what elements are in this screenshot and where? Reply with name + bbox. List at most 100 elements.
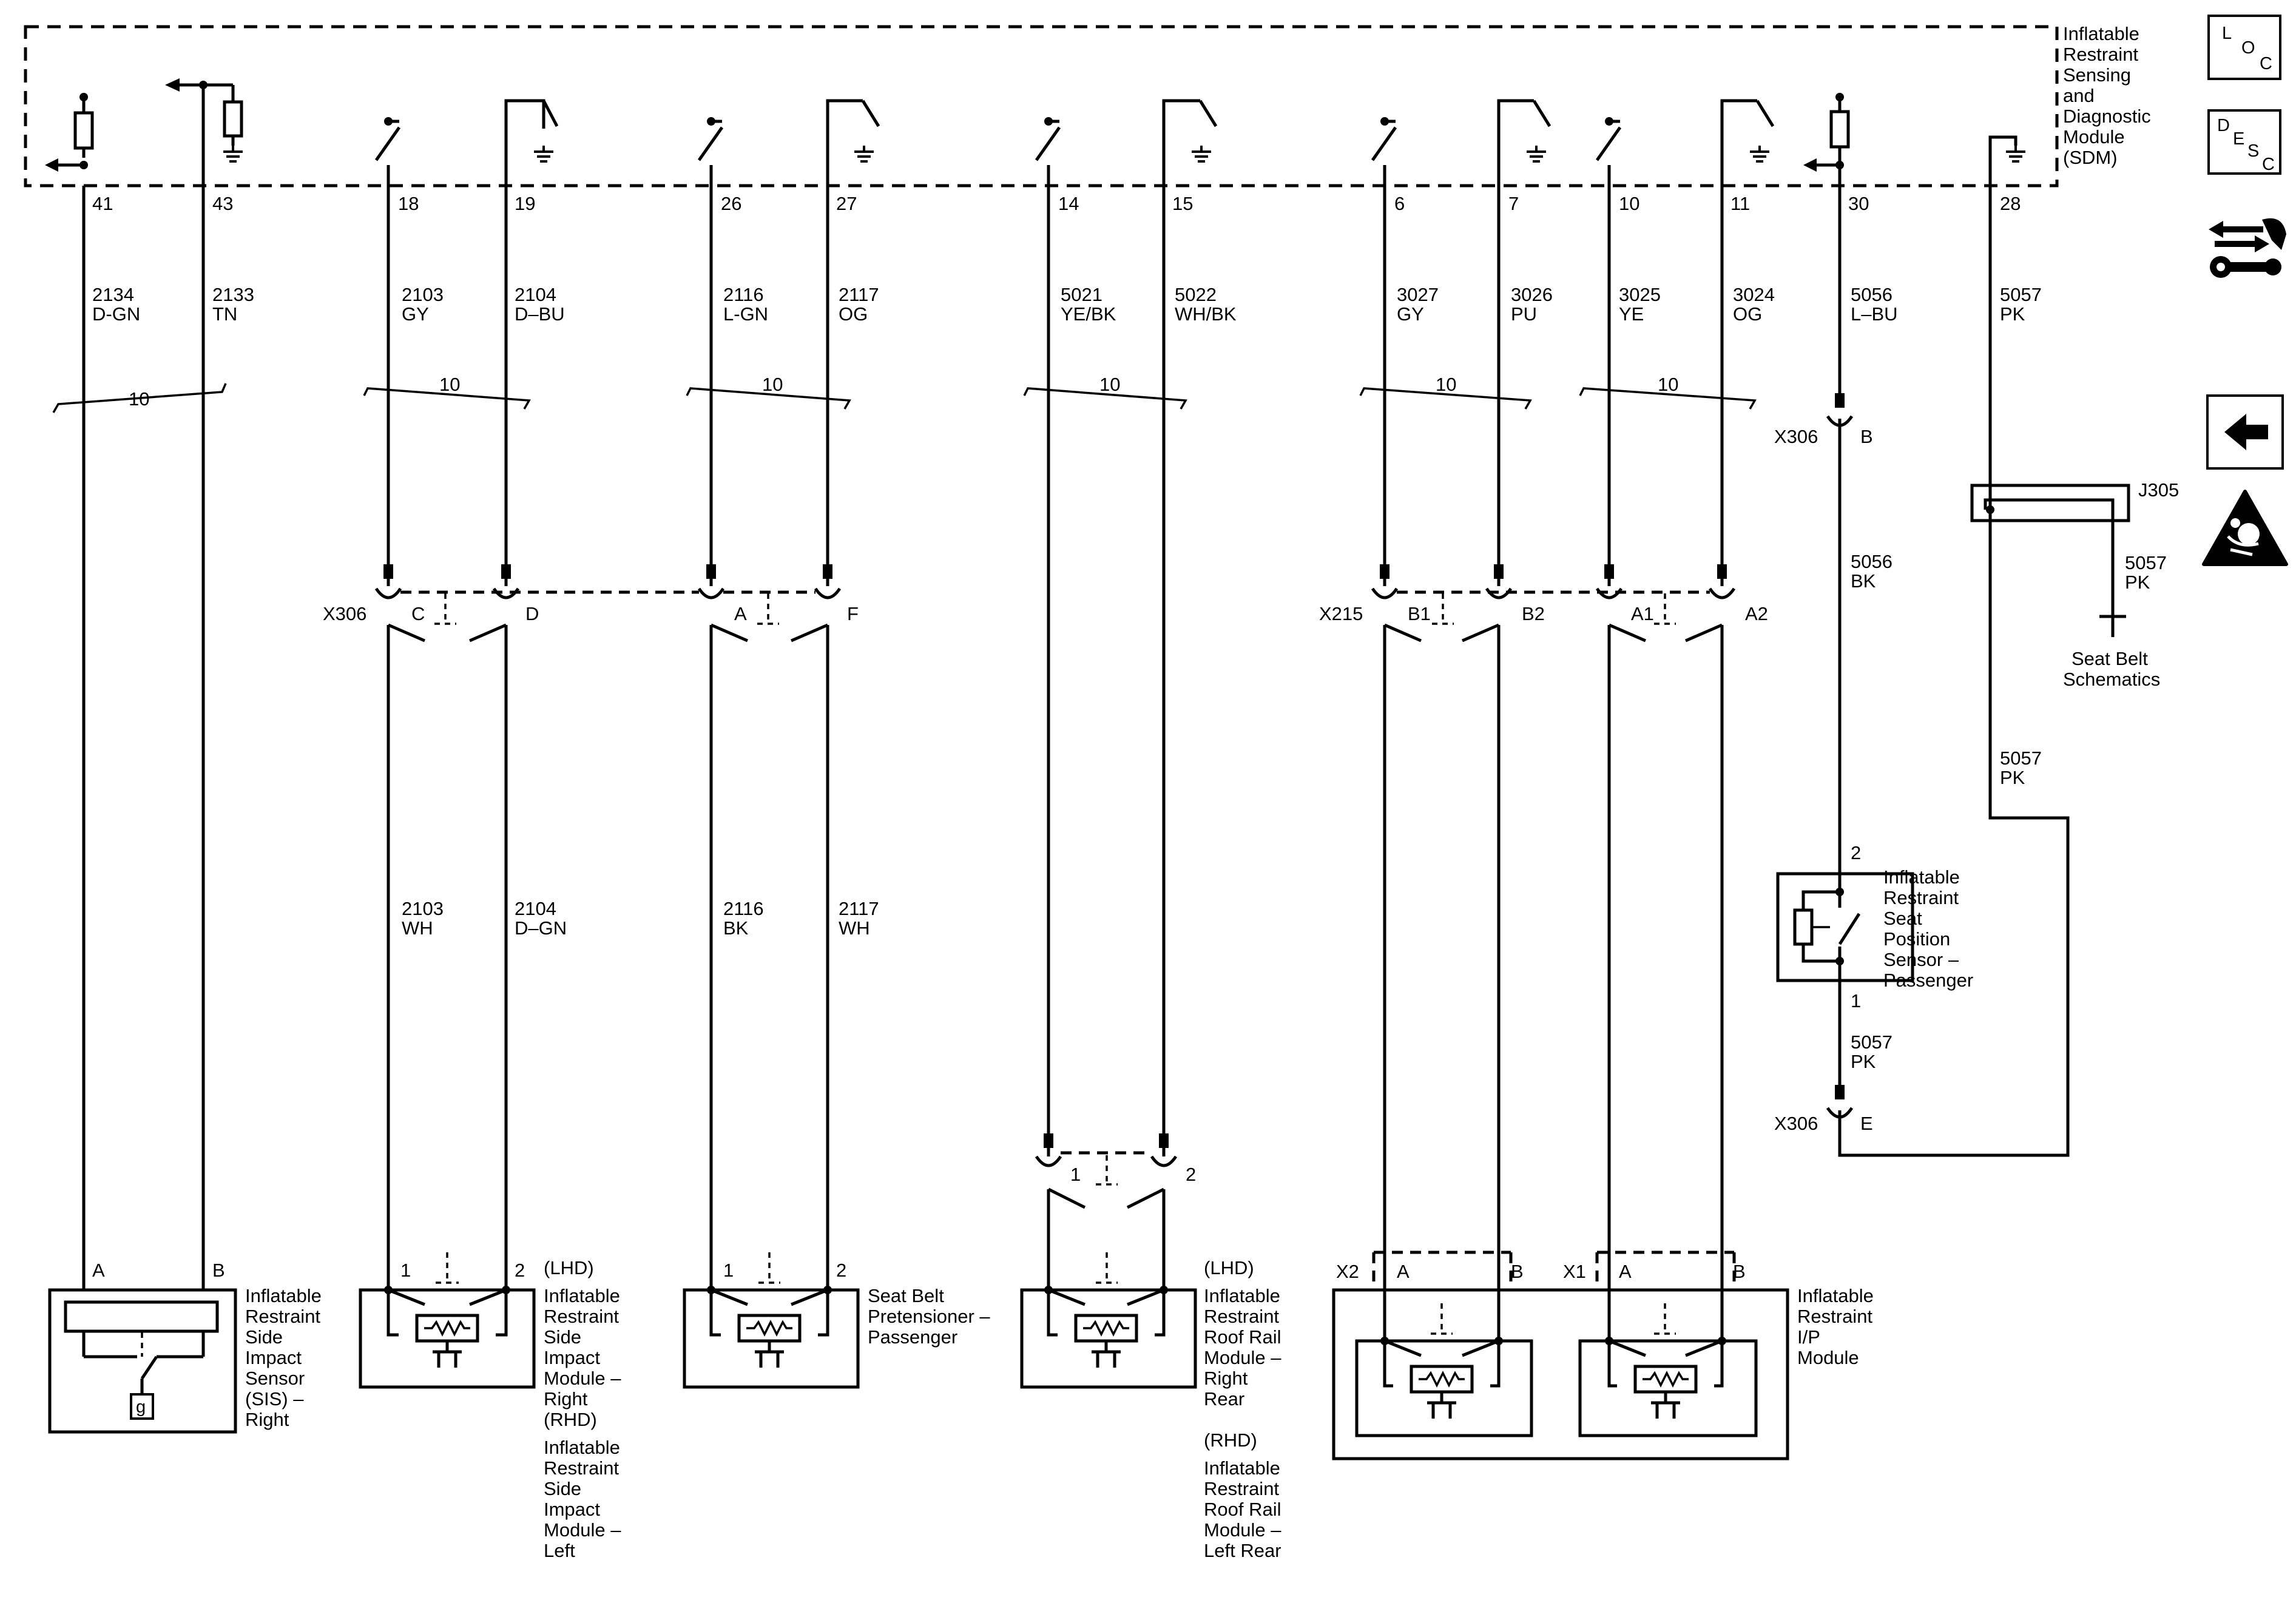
- pin-28: 28: [2000, 193, 2021, 214]
- wire-27-color: OG: [839, 303, 868, 325]
- desc-letter-e: E: [2233, 129, 2244, 149]
- j305-splice: J305: [1970, 479, 2179, 818]
- sis-right-sensor: g A B Inflatable Restraint Side Impact S…: [48, 1260, 322, 1434]
- ip-x1-pin-b: B: [1733, 1261, 1746, 1282]
- sis-label-3: Side: [245, 1326, 283, 1348]
- roof-label-12: Roof Rail: [1204, 1499, 1281, 1520]
- roof-label-11: Restraint: [1204, 1478, 1279, 1499]
- pret-pin-2: 2: [836, 1260, 846, 1281]
- sim-label-11: Side: [544, 1478, 581, 1499]
- sdm-label-2: Restraint: [2063, 44, 2138, 65]
- seat-belt-ref-1: Seat Belt: [2071, 648, 2148, 669]
- x306-e: X306 E: [1774, 1085, 1873, 1134]
- seat-position-sensor: 2 1 Inflatable Restraint Seat Position S…: [1776, 842, 1973, 1011]
- roof-label-9: (RHD): [1204, 1430, 1257, 1451]
- x306-pin-f: F: [847, 603, 859, 624]
- wire-10-color: YE: [1619, 303, 1644, 325]
- x215-label: X215: [1319, 603, 1363, 624]
- seat-wire-lower-color: PK: [1851, 1051, 1876, 1072]
- sis-label-5: Sensor: [245, 1368, 305, 1389]
- wire-19-color: D–BU: [515, 303, 565, 325]
- sdm-label-1: Inflatable: [2063, 23, 2139, 44]
- ip-x1-pin-a: A: [1619, 1261, 1632, 1282]
- sis-pin-a: A: [92, 1260, 105, 1281]
- airbag-warning-icon[interactable]: [2202, 490, 2288, 566]
- wire-14-circuit: 5021: [1061, 284, 1102, 305]
- pin-19: 19: [515, 193, 535, 214]
- loc-letter-c: C: [2260, 54, 2272, 73]
- sis-pin-b: B: [212, 1260, 225, 1281]
- seat-sensor-label-1: Inflatable: [1883, 866, 1960, 888]
- seat-belt-ref-2: Schematics: [2063, 669, 2160, 690]
- pret-label-2: Pretensioner –: [868, 1306, 990, 1327]
- wire-26-color: L-GN: [723, 303, 768, 325]
- sdm-switch-18: [374, 117, 401, 186]
- connectors: X306 C D A F: [323, 393, 2179, 1209]
- lower-wire-26-color: BK: [723, 917, 749, 939]
- sis-ground-tag: g: [136, 1397, 146, 1417]
- back-arrow-button[interactable]: [2206, 394, 2284, 470]
- x306-pin-c: C: [411, 603, 425, 624]
- wire-43-color: TN: [212, 303, 237, 325]
- roof-label-7: Rear: [1204, 1388, 1244, 1409]
- lower-wire-26-circuit: 2116: [723, 898, 764, 919]
- sdm-label-3: Sensing: [2063, 64, 2131, 86]
- x306-pin-a: A: [734, 603, 747, 624]
- sdm-label-6: Module: [2063, 126, 2125, 147]
- sim-label-12: Impact: [544, 1499, 600, 1520]
- x306-label-3: X306: [1774, 1113, 1818, 1134]
- seat-sensor-label-2: Restraint: [1883, 887, 1959, 908]
- repair-tools-icon[interactable]: [2209, 218, 2286, 278]
- sis-label-7: Right: [245, 1409, 289, 1430]
- wire-18-circuit: 2103: [402, 284, 444, 305]
- pin-26: 26: [721, 193, 741, 214]
- desc-button[interactable]: D E S C: [2207, 109, 2281, 175]
- ip-label-3: I/P: [1797, 1326, 1820, 1348]
- sim-label-9: Inflatable: [544, 1437, 620, 1458]
- wire-18-color: GY: [402, 303, 429, 325]
- pin-7: 7: [1508, 193, 1519, 214]
- ip-module: X2 X1 A B A B Inflatable Restraint I/P M…: [1332, 1251, 1874, 1460]
- j305-label: J305: [2138, 479, 2179, 501]
- sim-label-7: Right: [544, 1388, 588, 1409]
- wire-27-circuit: 2117: [839, 284, 879, 305]
- wire-6-color: GY: [1397, 303, 1424, 325]
- ip-label-4: Module: [1797, 1347, 1859, 1368]
- sdm-switch-10: [1595, 117, 1622, 186]
- wire-15-color: WH/BK: [1175, 303, 1237, 325]
- x306-b: X306 B: [1774, 393, 1873, 447]
- seat-wire-upper-circuit: 5056: [1851, 551, 1893, 572]
- sim-pin-1: 1: [400, 1260, 411, 1281]
- loc-button[interactable]: L O C: [2207, 15, 2281, 80]
- wire-6-circuit: 3027: [1397, 284, 1439, 305]
- sdm-internal-circuits: [45, 78, 244, 186]
- sdm-pin-numbers: 41 43 18 19 26 27 14 15 6 7 10 11 30 28: [92, 193, 2021, 214]
- roof-label-6: Right: [1204, 1368, 1248, 1389]
- sim-label-13: Module –: [544, 1519, 621, 1541]
- twist-count-5: 10: [1436, 374, 1456, 395]
- wire-10-circuit: 3025: [1619, 284, 1661, 305]
- sdm-module-outline: [24, 25, 2059, 187]
- j305-wire-right-circuit: 5057: [2125, 552, 2167, 573]
- x215-pin-a2: A2: [1745, 603, 1768, 624]
- roof-inline-pin-1: 1: [1070, 1164, 1081, 1185]
- pin-11: 11: [1730, 193, 1750, 214]
- wire-19-circuit: 2104: [515, 284, 556, 305]
- loc-letter-l: L: [2222, 24, 2232, 43]
- wire-11-circuit: 3024: [1733, 284, 1775, 305]
- sdm-pin43-sensor-input: [165, 78, 244, 186]
- twist-count-2: 10: [439, 374, 460, 395]
- wire-7-circuit: 3026: [1511, 284, 1553, 305]
- roof-label-10: Inflatable: [1204, 1457, 1280, 1479]
- roof-inline-connector: 1 2: [1035, 1133, 1196, 1209]
- sdm-label-7: (SDM): [2063, 147, 2118, 168]
- pret-label-1: Seat Belt: [868, 1285, 944, 1306]
- sis-label-2: Restraint: [245, 1306, 320, 1327]
- wire-7-color: PU: [1511, 303, 1537, 325]
- pin-18: 18: [398, 193, 419, 214]
- desc-letter-d: D: [2217, 116, 2230, 135]
- sdm-switch-6: [1371, 117, 1397, 186]
- sdm-module: Inflatable Restraint Sensing and Diagnos…: [24, 23, 2151, 187]
- sim-pin-2: 2: [515, 1260, 525, 1281]
